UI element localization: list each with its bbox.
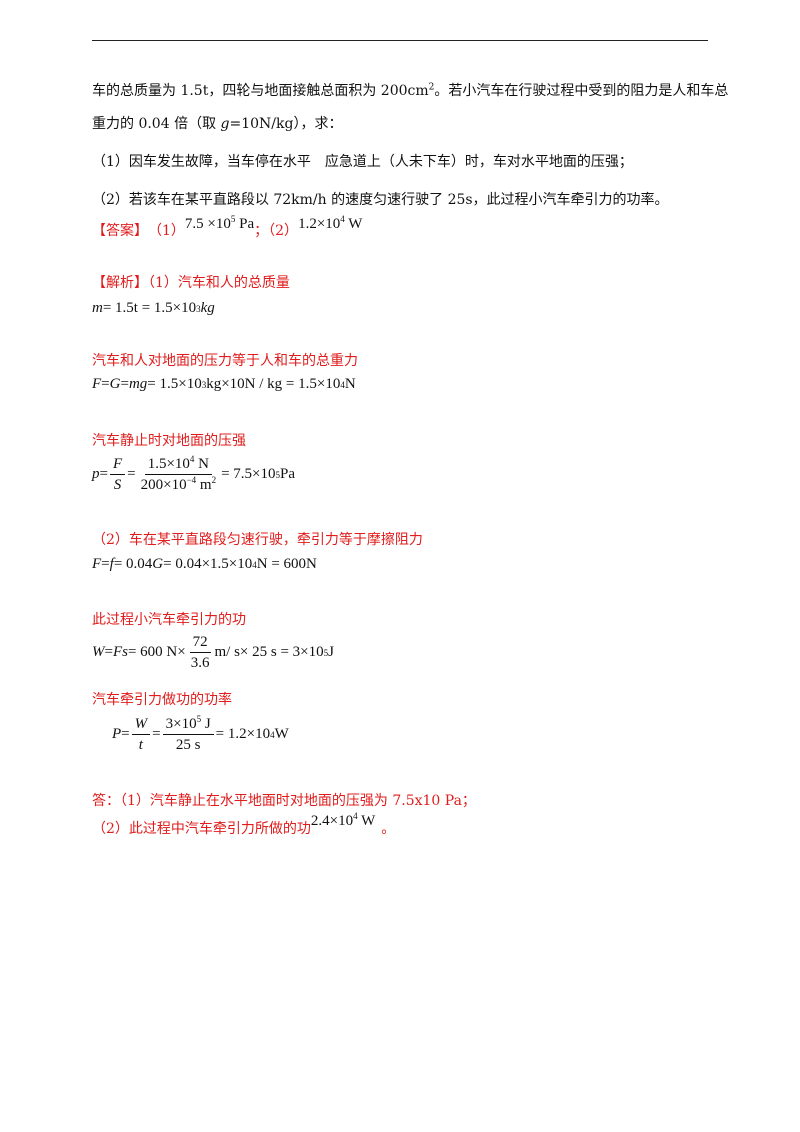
answer-line: 【答案】 （1） 7.5 ×105 Pa ；（2） 1.2×104 W (92, 214, 362, 240)
answer-part-1-label: （1） (148, 223, 185, 239)
question-2: （2）若该车在某平直路段以 72km/h 的速度匀速行驶了 25s，此过程小汽车… (92, 192, 669, 208)
analysis-text-power: 汽车牵引力做功的功率 (92, 692, 232, 708)
answer-label: 【答案】 (92, 223, 148, 239)
analysis-text-pressure: 汽车静止时对地面的压强 (92, 433, 246, 449)
gravity-symbol: g (220, 116, 230, 132)
answer-value-2: 1.2×104 W (298, 213, 363, 232)
analysis-text: （1）汽车和人的总质量 (148, 275, 290, 291)
problem-text: 重力的 0.04 倍（取 (92, 116, 221, 132)
answer-part-2-label: ；（2） (254, 223, 299, 239)
answer-value-1: 7.5 ×105 Pa (184, 213, 255, 232)
problem-text: =10N/kg），求： (229, 116, 343, 132)
problem-text: 。若小汽车在行驶过程中受到的阻力是人和车总 (434, 83, 729, 99)
conclusion-end: 。 (381, 821, 396, 837)
problem-line-1: 车的总质量为 1.5t，四轮与地面接触总面积为 200cm2。若小汽车在行驶过程… (92, 80, 728, 100)
problem-line-2: 重力的 0.04 倍（取 g=10N/kg），求： (92, 113, 342, 133)
analysis-label: 【解析】 (92, 275, 148, 291)
analysis-line: 【解析】（1）汽车和人的总质量 (92, 272, 290, 292)
conclusion-line-1: 答：（1）汽车静止在水平地面时对地面的压强为 7.5x10 Pa； (92, 793, 476, 809)
analysis-text-traction: （2）车在某平直路段匀速行驶，牵引力等于摩擦阻力 (92, 532, 423, 548)
question-1: （1）因车发生故障，当车停在水平 应急道上（人未下车）时，车对水平地面的压强； (92, 154, 633, 170)
analysis-text-work: 此过程小汽车牵引力的功 (92, 612, 246, 628)
conclusion-line-2: （2）此过程中汽车牵引力所做的功 2.4×104 W 。 (92, 812, 396, 838)
superscript: 2 (428, 82, 435, 93)
problem-text: 车的总质量为 1.5t，四轮与地面接触总面积为 200cm (92, 83, 429, 99)
header-rule (92, 40, 708, 41)
analysis-text-force: 汽车和人对地面的压力等于人和车的总重力 (92, 353, 358, 369)
conclusion-value: 2.4×104 W (310, 811, 376, 830)
conclusion-text: （2）此过程中汽车牵引力所做的功 (92, 821, 311, 837)
